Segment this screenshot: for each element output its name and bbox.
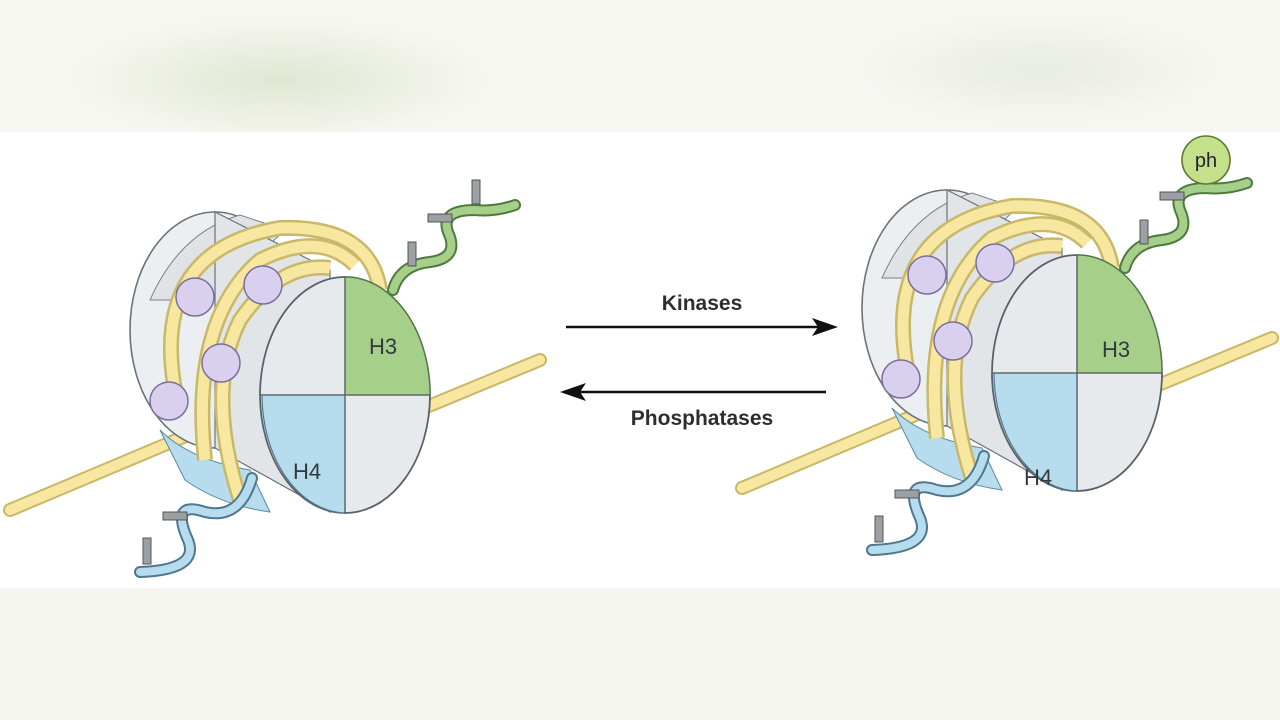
phospho-group-icon (1181, 135, 1231, 185)
h4-label: H4 (293, 459, 321, 484)
histone-phosphorylation-diagram: H3 H4 H3 H4 ph Kinases Phosphatases (0, 135, 1280, 588)
nucleosome-unphosphorylated: H3 H4 (10, 180, 540, 572)
diagram-panel: H3 H4 H3 H4 ph Kinases Phosphatases (0, 132, 1280, 588)
nucleosome-phosphorylated: H3 H4 ph (742, 135, 1272, 550)
h4-label-phosphorylated: H4 (1024, 465, 1052, 490)
phosphatases-arrow: Phosphatases (560, 383, 826, 430)
h3-label: H3 (369, 334, 397, 359)
h3-label-phosphorylated: H3 (1102, 337, 1130, 362)
background-band-top (0, 0, 1280, 132)
phosphatases-label: Phosphatases (631, 407, 773, 430)
kinases-label: Kinases (662, 292, 743, 315)
kinases-arrow: Kinases (566, 292, 838, 336)
background-band-bottom (0, 588, 1280, 720)
phospho-label: ph (1195, 150, 1217, 172)
